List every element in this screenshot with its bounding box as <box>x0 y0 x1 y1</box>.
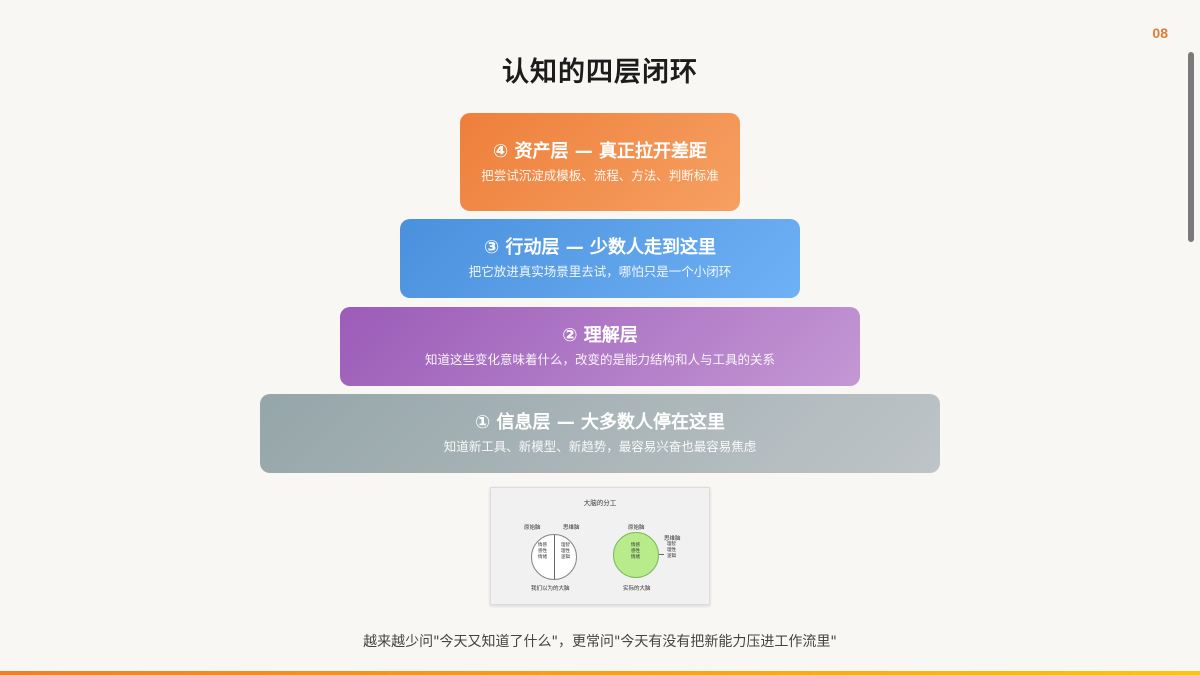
layer-description: 知道新工具、新模型、新趋势，最容易兴奋也最容易焦虑 <box>443 439 757 454</box>
layer-understanding: ② 理解层 知道这些变化意味着什么，改变的是能力结构和人与工具的关系 <box>340 307 860 386</box>
layer-information: ① 信息层 — 大多数人停在这里 知道新工具、新模型、新趋势，最容易兴奋也最容易… <box>260 394 940 473</box>
layer-description: 把尝试沉淀成模板、流程、方法、判断标准 <box>481 167 719 183</box>
layer-action: ③ 行动层 — 少数人走到这里 把它放进真实场景里去试，哪怕只是一个小闭环 <box>400 219 800 298</box>
left-primitive-items: 情感 感性 情绪 <box>538 543 547 560</box>
layer-asset: ④ 资产层 — 真正拉开差距 把尝试沉淀成模板、流程、方法、判断标准 <box>460 113 740 211</box>
layer-description: 知道这些变化意味着什么，改变的是能力结构和人与工具的关系 <box>424 352 775 367</box>
right-thinking-label: 思维脑 <box>664 536 681 542</box>
page-number: 08 <box>1152 25 1168 41</box>
left-primitive-label: 原始脑 <box>524 525 541 531</box>
bottom-accent-bar <box>0 671 1200 675</box>
footer-quote: 越来越少问"今天又知道了什么"，更常问"今天有没有把新能力压进工作流里" <box>363 634 837 650</box>
brain-divider <box>554 535 555 579</box>
brain-division-diagram: 大脑的分工 原始脑 思维脑 情感 感性 情绪 理智 理性 逻辑 我们以为的大脑 … <box>490 487 710 605</box>
connector-line <box>659 554 664 555</box>
page-title: 认知的四层闭环 <box>502 57 698 88</box>
diagram-title: 大脑的分工 <box>583 499 617 507</box>
left-brain-circle <box>531 534 577 580</box>
layer-title: ② 理解层 <box>562 325 638 346</box>
right-primitive-label: 原始脑 <box>628 525 645 531</box>
left-thinking-label: 思维脑 <box>563 525 580 531</box>
left-caption: 我们以为的大脑 <box>531 586 570 592</box>
layer-title: ④ 资产层 — 真正拉开差距 <box>492 140 708 162</box>
right-primitive-items: 情感 感性 情绪 <box>631 543 640 560</box>
left-thinking-items: 理智 理性 逻辑 <box>561 543 570 560</box>
scrollbar[interactable] <box>1188 52 1194 242</box>
layer-title: ③ 行动层 — 少数人走到这里 <box>483 237 717 258</box>
right-caption: 实际的大脑 <box>623 586 651 592</box>
layer-description: 把它放进真实场景里去试，哪怕只是一个小闭环 <box>468 264 732 279</box>
right-brain-circle <box>613 532 659 578</box>
right-thinking-items: 理智 理性 逻辑 <box>667 542 676 559</box>
layer-title: ① 信息层 — 大多数人停在这里 <box>474 412 726 433</box>
